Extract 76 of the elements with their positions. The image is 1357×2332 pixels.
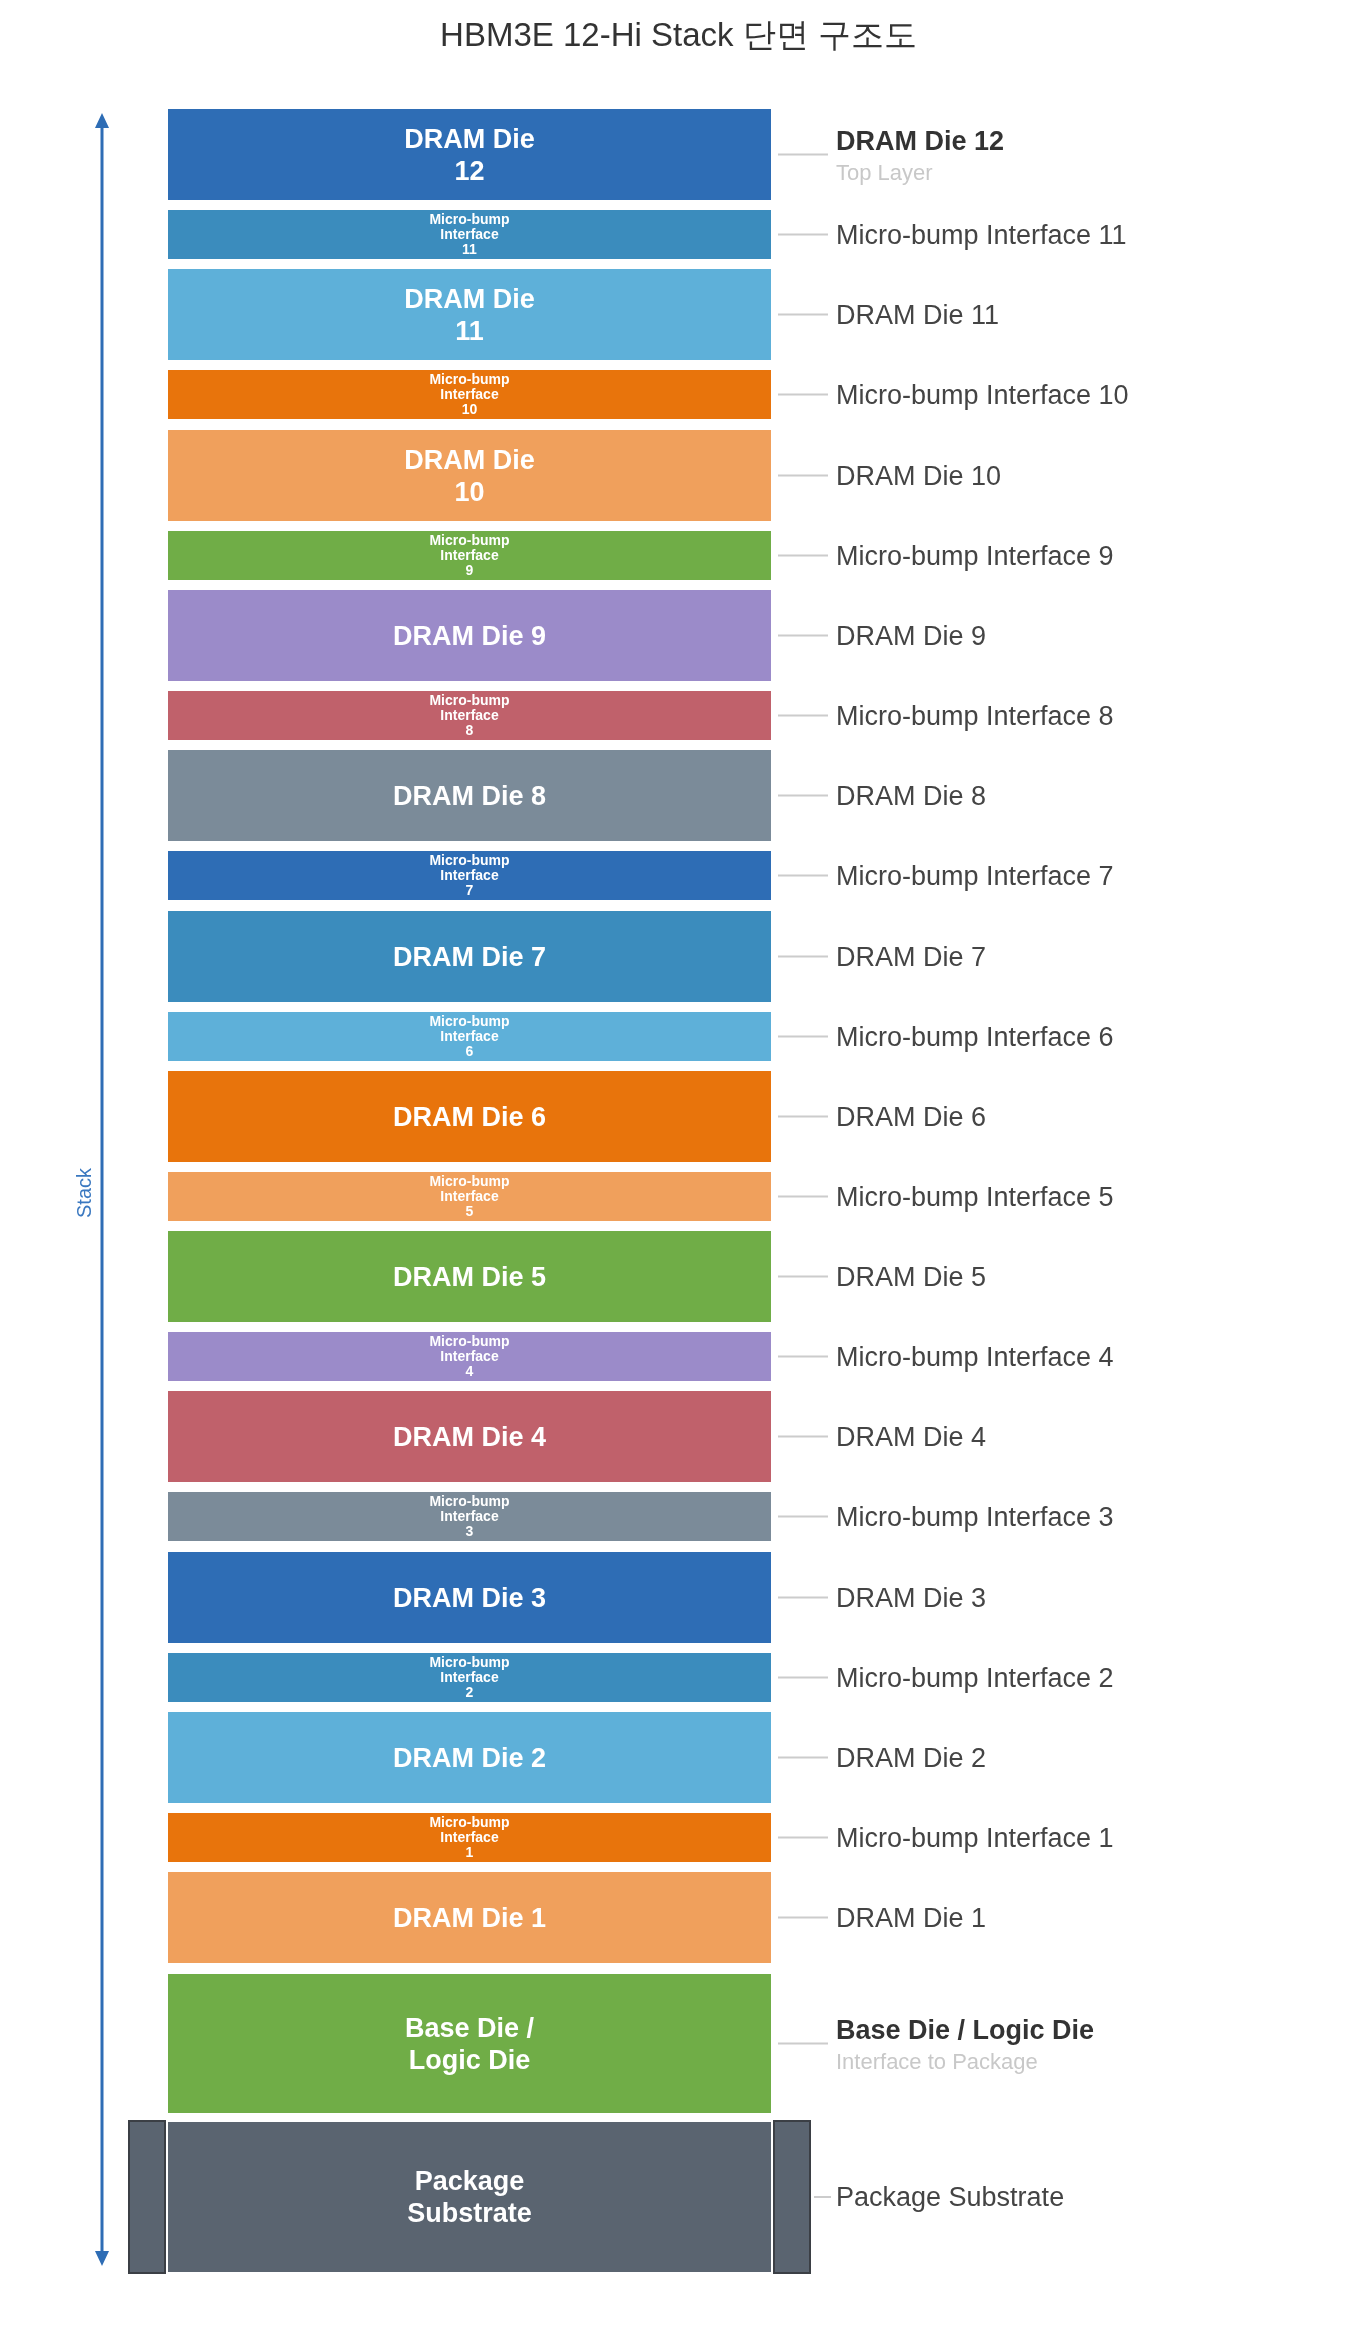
- layer-label: DRAM Die 5: [836, 1260, 987, 1293]
- leader-line: [813, 2196, 832, 2198]
- layer-label: Micro-bump Interface 8: [836, 699, 1114, 732]
- leader-line: [777, 393, 829, 396]
- dram-die-layer: DRAM Die 10: [168, 430, 771, 521]
- leader-line: [777, 474, 829, 477]
- leader-line: [777, 1275, 829, 1278]
- layer-label: DRAM Die 2: [836, 1741, 987, 1774]
- leader-line: [777, 634, 829, 637]
- leader-line: [777, 714, 829, 717]
- leader-line: [777, 153, 829, 156]
- layer-label: DRAM Die 7: [836, 940, 987, 973]
- micro-bump-layer: Micro-bump Interface 7: [168, 851, 771, 900]
- layer-label: DRAM Die 1: [836, 1901, 987, 1934]
- leader-line: [777, 1355, 829, 1358]
- micro-bump-layer: Micro-bump Interface 11: [168, 210, 771, 259]
- leader-line: [777, 313, 829, 316]
- micro-bump-layer: Micro-bump Interface 4: [168, 1332, 771, 1381]
- dram-die-layer: DRAM Die 2: [168, 1712, 771, 1803]
- layer-label: Micro-bump Interface 7: [836, 859, 1114, 892]
- leader-line: [777, 233, 829, 236]
- leader-line: [777, 955, 829, 958]
- leader-line: [777, 1596, 829, 1599]
- leader-line: [777, 1195, 829, 1198]
- layer-label: DRAM Die 3: [836, 1581, 987, 1614]
- leader-line: [777, 1435, 829, 1438]
- layer-label: Micro-bump Interface 3: [836, 1500, 1114, 1533]
- layer-label: Micro-bump Interface 4: [836, 1340, 1114, 1373]
- dram-die-layer: DRAM Die 9: [168, 590, 771, 681]
- dimension-label: Stack: [72, 1168, 96, 1218]
- micro-bump-layer: Micro-bump Interface 6: [168, 1012, 771, 1061]
- micro-bump-layer: Micro-bump Interface 9: [168, 531, 771, 580]
- layer-label: Micro-bump Interface 2: [836, 1661, 1114, 1694]
- layer-label: Micro-bump Interface 6: [836, 1020, 1114, 1053]
- layer-label: Micro-bump Interface 1: [836, 1821, 1114, 1854]
- leader-line: [777, 1836, 829, 1839]
- micro-bump-layer: Micro-bump Interface 3: [168, 1492, 771, 1541]
- dram-die-layer: DRAM Die 1: [168, 1872, 771, 1963]
- micro-bump-layer: Micro-bump Interface 8: [168, 691, 771, 740]
- layer-label: Micro-bump Interface 5: [836, 1180, 1114, 1213]
- layer-label: Base Die / Logic Die: [836, 2013, 1095, 2045]
- leader-line: [777, 554, 829, 557]
- layer-label: DRAM Die 8: [836, 779, 987, 812]
- leader-line: [777, 1035, 829, 1038]
- micro-bump-layer: Micro-bump Interface 1: [168, 1813, 771, 1862]
- layer-label: DRAM Die 4: [836, 1420, 987, 1453]
- layer-label: DRAM Die 12: [836, 124, 1005, 156]
- dram-die-layer: DRAM Die 11: [168, 269, 771, 360]
- layer-label: Package Substrate: [836, 2181, 1065, 2213]
- layer-label: Micro-bump Interface 9: [836, 539, 1114, 572]
- layer-label: DRAM Die 9: [836, 619, 987, 652]
- leader-line: [777, 1515, 829, 1518]
- dram-die-layer: DRAM Die 4: [168, 1391, 771, 1482]
- dram-die-layer: DRAM Die 5: [168, 1231, 771, 1322]
- layer-label: DRAM Die 11: [836, 298, 1000, 331]
- leader-line: [777, 794, 829, 797]
- layer-label: Micro-bump Interface 11: [836, 218, 1127, 251]
- leader-line: [777, 1916, 829, 1919]
- layer-label: DRAM Die 6: [836, 1100, 987, 1133]
- dram-die-layer: DRAM Die 12: [168, 109, 771, 200]
- dram-die-layer: DRAM Die 7: [168, 911, 771, 1002]
- leader-line: [777, 2042, 829, 2045]
- micro-bump-layer: Micro-bump Interface 10: [168, 370, 771, 419]
- title: HBM3E 12-Hi Stack 단면 구조도: [440, 15, 917, 55]
- base-die-layer: Base Die / Logic Die: [168, 1974, 771, 2113]
- leader-line: [777, 1756, 829, 1759]
- dram-die-layer: DRAM Die 3: [168, 1552, 771, 1643]
- micro-bump-layer: Micro-bump Interface 5: [168, 1172, 771, 1221]
- layer-label: DRAM Die 10: [836, 459, 1002, 492]
- layer-label: Micro-bump Interface 10: [836, 378, 1129, 411]
- dram-die-layer: DRAM Die 6: [168, 1071, 771, 1162]
- leader-line: [777, 874, 829, 877]
- micro-bump-layer: Micro-bump Interface 2: [168, 1653, 771, 1702]
- leader-line: [777, 1115, 829, 1118]
- leader-line: [777, 1676, 829, 1679]
- dram-die-layer: DRAM Die 8: [168, 750, 771, 841]
